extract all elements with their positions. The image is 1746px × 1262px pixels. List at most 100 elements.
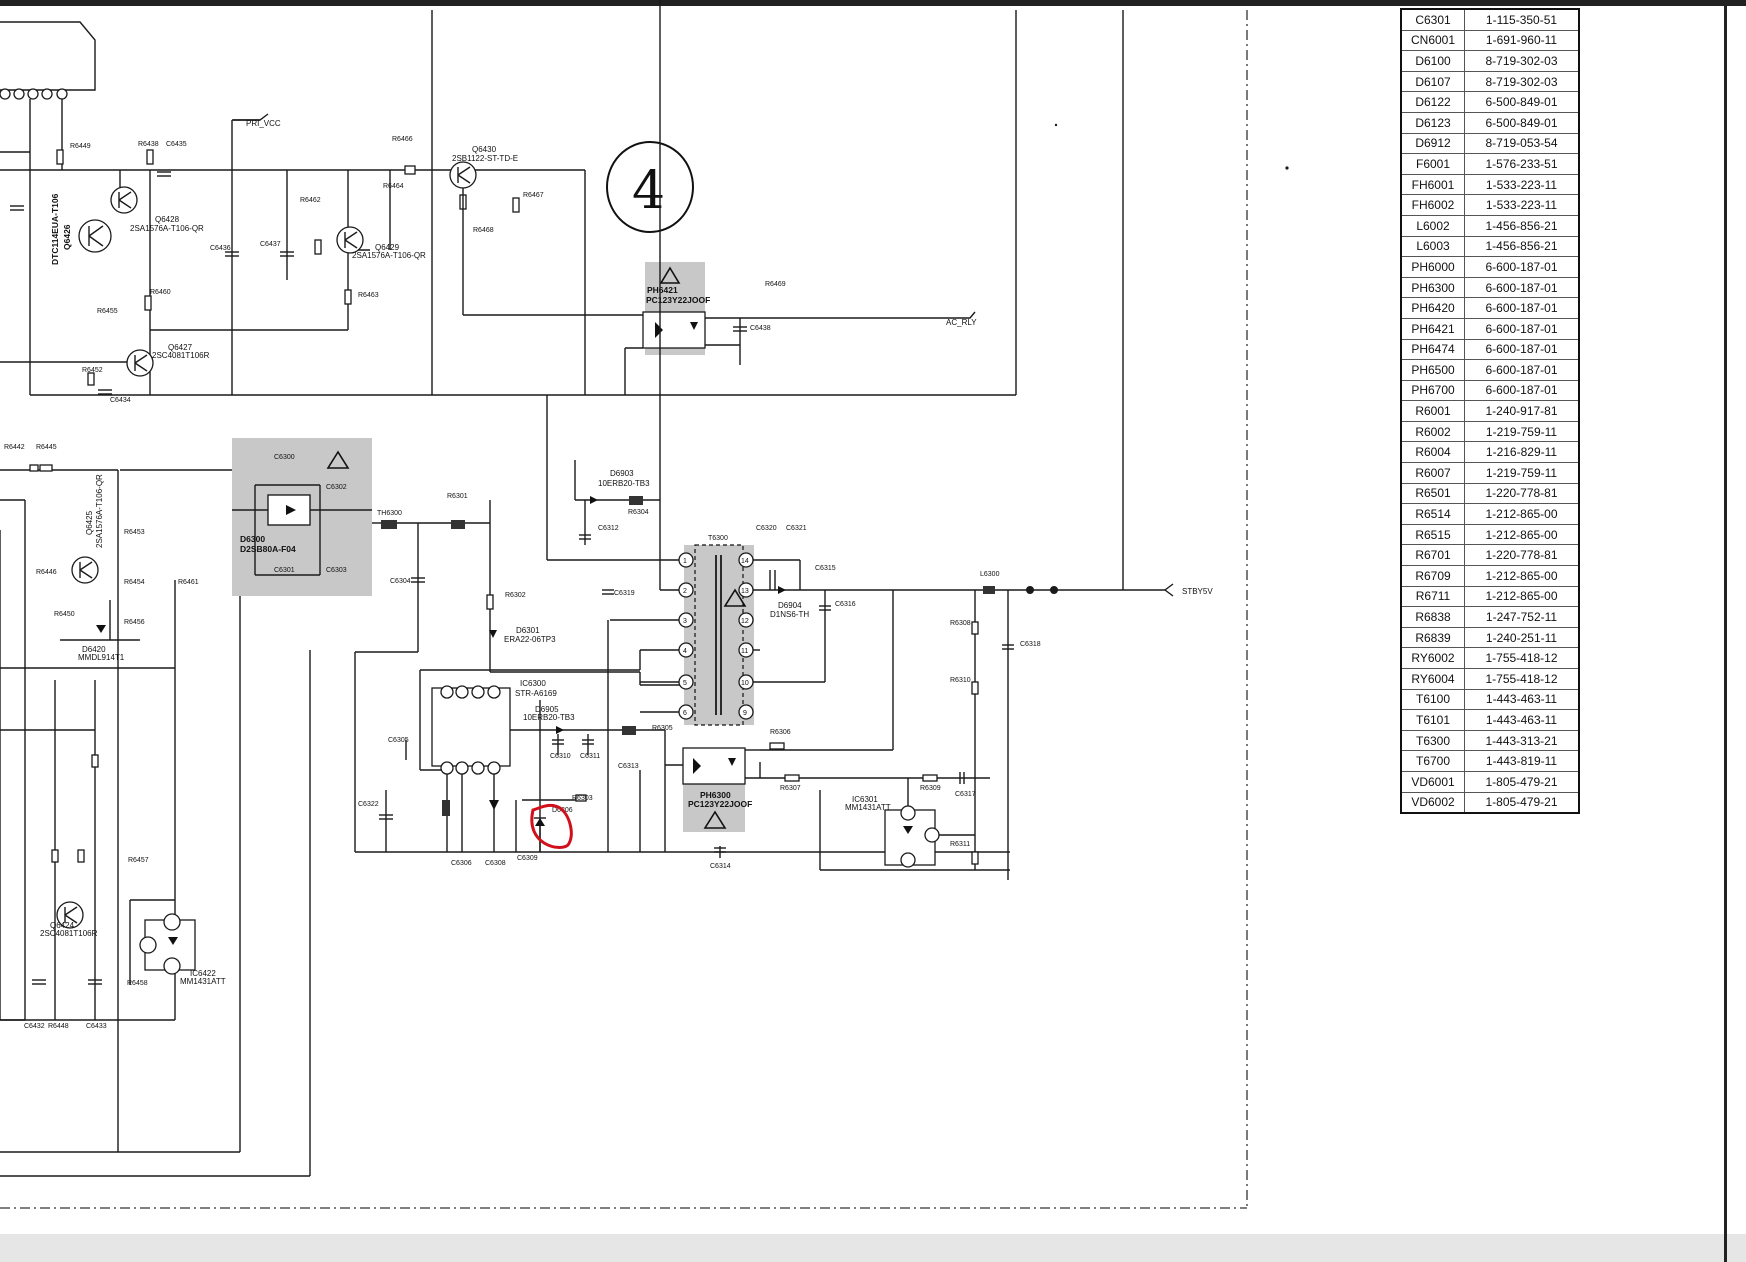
svg-text:R6463: R6463 [358, 292, 379, 299]
t6300-ref: T6300 [708, 535, 728, 542]
part-ref-cell: D6100 [1400, 50, 1465, 72]
part-ref-cell: FH6001 [1400, 173, 1465, 196]
ic6300-ref: IC6300 [520, 679, 546, 688]
ph6421-warning-icon [659, 266, 681, 284]
left-small-labels: R6449 R6438 C6435 R6466 R6462 R6464 C643… [70, 136, 544, 404]
part-number-cell: 1-443-463-11 [1464, 709, 1580, 731]
d6905-ref: D6905 [535, 705, 559, 714]
svg-text:R6462: R6462 [300, 197, 321, 204]
part-number-cell: 1-247-752-11 [1464, 606, 1580, 628]
svg-text:R6454: R6454 [124, 579, 145, 586]
part-ref-cell: R6711 [1400, 585, 1465, 608]
part-ref-cell: R6501 [1400, 482, 1465, 505]
stby5v-arrow [1164, 583, 1174, 591]
part-ref-cell: R6515 [1400, 523, 1465, 546]
part-ref-cell: CN6001 [1400, 29, 1465, 52]
inductor-l6300 [983, 586, 995, 594]
c6316-label: C6316 [835, 601, 856, 608]
ph6300-part: PC123Y22JOOF [688, 799, 752, 809]
svg-text:12: 12 [741, 618, 749, 625]
part-ref-cell: T6100 [1400, 688, 1465, 711]
diode-d6903 [590, 496, 598, 504]
part-number-cell: 1-220-778-81 [1464, 544, 1580, 567]
part-number-cell: 6-600-187-01 [1464, 256, 1580, 278]
l6300-label: L6300 [980, 571, 1000, 578]
part-number-cell: 1-533-223-11 [1464, 194, 1580, 216]
svg-text:R6453: R6453 [124, 529, 145, 536]
part-number-cell: 6-600-187-01 [1464, 317, 1580, 340]
svg-text:R6461: R6461 [178, 579, 199, 586]
part-number-cell: 1-805-479-21 [1464, 770, 1580, 793]
q6429-ref: Q6429 [375, 243, 400, 252]
part-number-cell: 1-212-865-00 [1464, 585, 1580, 608]
part-ref-cell: R6701 [1400, 544, 1465, 567]
svg-text:R6449: R6449 [70, 143, 91, 150]
svg-text:R6464: R6464 [383, 183, 404, 190]
part-ref-cell: R6709 [1400, 565, 1465, 587]
c6317-label: C6317 [955, 791, 976, 798]
q6427-ref: Q6427 [168, 343, 193, 352]
page-edge [1724, 0, 1727, 1262]
part-number-cell: 1-212-865-00 [1464, 523, 1580, 546]
connector-pins [0, 88, 68, 100]
c6314-label: C6314 [710, 863, 731, 870]
transistor-q6429: Q6429 2SA1576A-T106-QR [336, 226, 426, 260]
left-capacitors [10, 171, 294, 395]
part-number-cell: 8-719-302-03 [1464, 70, 1580, 93]
c6322-label: C6322 [358, 801, 379, 808]
svg-text:9: 9 [743, 710, 747, 717]
c6313-label: C6313 [618, 763, 639, 770]
c6318-label: C6318 [1020, 641, 1041, 648]
ph6421-ref: PH6421 [647, 285, 678, 295]
c6300-label: C6300 [274, 454, 295, 461]
d6904-ref: D6904 [778, 601, 802, 610]
d6301-part: ERA22-06TP3 [504, 635, 556, 644]
part-ref-cell: T6101 [1400, 709, 1465, 731]
svg-text:R6446: R6446 [36, 569, 57, 576]
part-number-cell: 6-600-187-01 [1464, 338, 1580, 361]
part-number-cell: 6-500-849-01 [1464, 111, 1580, 134]
r6311-label: R6311 [950, 841, 970, 848]
svg-text:R6438: R6438 [138, 141, 159, 148]
part-ref-cell: T6300 [1400, 729, 1465, 752]
ic6301-part: MM1431ATT [845, 803, 891, 812]
photocoupler-ph6421: PH6421 PC123Y22JOOF C6438 R6469 AC_RLY [462, 188, 977, 395]
d6905-part: 10ERB20-TB3 [523, 713, 575, 722]
part-ref-cell: PH6000 [1400, 256, 1465, 278]
part-number-cell: 6-500-849-01 [1464, 91, 1580, 113]
resistor-r6305 [622, 726, 636, 735]
svg-text:11: 11 [741, 648, 748, 655]
svg-text:R6455: R6455 [97, 308, 118, 315]
part-ref-cell: R6838 [1400, 606, 1465, 628]
svg-text:R6467: R6467 [523, 192, 544, 199]
svg-text:R6442: R6442 [4, 444, 25, 451]
part-number-cell: 1-456-856-21 [1464, 235, 1580, 258]
transistor-q6425 [71, 556, 99, 584]
scan-edge-bottom [0, 1234, 1746, 1262]
lower-left-section: Q6425 2SA1576A-T106-QR Q6424 2SC4081T106… [0, 444, 311, 1177]
svg-text:13: 13 [741, 588, 749, 595]
svg-text:6: 6 [683, 710, 687, 717]
svg-text:C6437: C6437 [260, 241, 281, 248]
diode-d6905 [556, 726, 564, 734]
svg-text:R6458: R6458 [127, 980, 148, 987]
q6427-part: 2SC4081T106R [152, 351, 210, 360]
t6300-warning-icon [723, 588, 747, 607]
part-ref-cell: RY6002 [1400, 647, 1465, 669]
part-number-cell: 1-691-960-11 [1464, 29, 1580, 52]
